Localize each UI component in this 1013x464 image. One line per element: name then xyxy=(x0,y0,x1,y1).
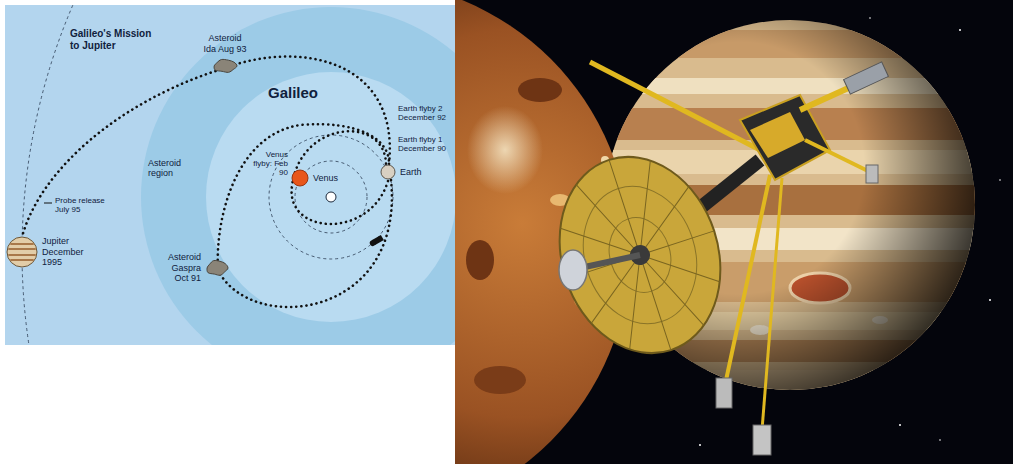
galileo-spacecraft xyxy=(535,136,745,374)
asteroid-body xyxy=(214,59,237,72)
galileo-spacecraft xyxy=(535,136,745,374)
galileo-spacecraft xyxy=(800,85,855,110)
galileo-spacecraft xyxy=(535,136,745,374)
body-label: Venus xyxy=(313,173,349,183)
galileo-spacecraft xyxy=(762,178,782,430)
galileo-spacecraft xyxy=(566,171,714,338)
galileo-spacecraft xyxy=(750,112,805,158)
sun-symbol xyxy=(326,192,336,202)
planet-symbol xyxy=(291,169,309,187)
event-label: Earth flyby 1 December 90 xyxy=(398,135,454,153)
planet-symbol xyxy=(6,236,38,268)
spacecraft-name: Galileo xyxy=(268,84,348,101)
planet-body xyxy=(7,237,37,267)
region-label: Asteroid region xyxy=(148,158,198,179)
trajectory xyxy=(22,57,392,307)
planet-marker: Earth xyxy=(380,164,440,180)
galileo-spacecraft xyxy=(580,255,640,268)
star xyxy=(999,179,1001,181)
star xyxy=(939,439,941,441)
trajectory xyxy=(218,124,392,307)
galileo-spacecraft xyxy=(740,95,830,180)
body-label: Jupiter December 1995 xyxy=(42,236,90,267)
event-label: Probe release July 95 xyxy=(55,196,115,214)
asteroid-band xyxy=(141,7,455,345)
galileo-spacecraft xyxy=(753,425,771,455)
body-label: Earth xyxy=(400,167,440,177)
planet-symbol xyxy=(380,164,396,180)
star xyxy=(899,424,901,426)
io-picture xyxy=(474,366,526,394)
leader-line xyxy=(44,203,52,204)
galileo-spacecraft xyxy=(559,250,587,290)
trajectory xyxy=(22,57,390,237)
star xyxy=(699,444,701,446)
asteroid-symbol xyxy=(212,58,238,74)
event-label: Earth flyby 2 December 92 xyxy=(398,104,454,122)
mission-map xyxy=(5,5,455,345)
asteroid-marker: Asteroid Gaspra Oct 91 xyxy=(157,252,229,283)
planet-marker: Jupiter December 1995 xyxy=(6,236,90,268)
io-picture xyxy=(467,106,543,194)
galileo-spacecraft xyxy=(725,175,770,385)
body-label: Asteroid Gaspra Oct 91 xyxy=(157,252,201,283)
planet-band xyxy=(10,243,33,245)
asteroid-marker: Asteroid Ida Aug 93 xyxy=(202,33,248,74)
star xyxy=(989,299,991,301)
body-label: Asteroid Ida Aug 93 xyxy=(202,33,248,54)
star xyxy=(959,29,961,31)
planet-band xyxy=(8,254,35,256)
planet-band xyxy=(8,248,35,250)
asteroid-symbol xyxy=(205,259,229,277)
jupiter-orbit xyxy=(22,5,455,345)
planet-body xyxy=(292,170,308,186)
map-heading: Galileo's Mission to Jupiter xyxy=(70,28,162,51)
spacecraft-icon xyxy=(369,239,377,247)
trajectory xyxy=(292,131,388,224)
galileo-spacecraft xyxy=(805,140,870,172)
planet-body xyxy=(381,165,395,179)
galileo-spacecraft xyxy=(866,165,878,183)
spacecraft-icon xyxy=(369,235,384,247)
galileo-spacecraft xyxy=(535,62,888,455)
planet-band xyxy=(10,259,33,261)
galileo-spacecraft xyxy=(716,378,732,408)
spacecraft-illustration xyxy=(455,0,1013,464)
planet-marker: Venus xyxy=(291,169,349,187)
galileo-spacecraft xyxy=(844,62,889,94)
io-picture xyxy=(466,240,494,280)
star xyxy=(869,17,871,19)
inner-region xyxy=(206,72,455,322)
io-picture xyxy=(518,78,562,102)
event-label: Venus flyby: Feb 90 xyxy=(250,150,288,178)
galileo-spacecraft xyxy=(590,62,760,150)
asteroid-body xyxy=(207,260,228,275)
